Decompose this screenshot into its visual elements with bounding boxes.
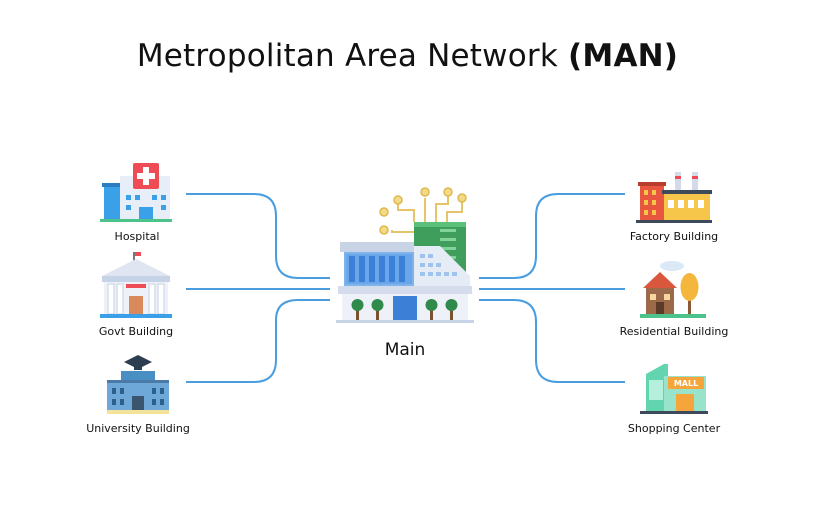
link-hospital [186, 193, 330, 279]
link-shopping [479, 299, 625, 383]
residential-icon [640, 261, 706, 318]
diagram-title: Metropolitan Area Network (MAN) [0, 38, 815, 74]
title-bold: (MAN) [568, 38, 679, 74]
university-icon [107, 355, 169, 414]
hospital-icon [100, 163, 172, 222]
label-shopping-center: Shopping Center [628, 422, 721, 435]
trees [351, 299, 458, 320]
link-university [186, 299, 330, 383]
label-university-building: University Building [86, 422, 190, 435]
label-factory-building: Factory Building [630, 230, 718, 243]
label-govt-building: Govt Building [99, 325, 173, 338]
govt-building-icon [100, 252, 172, 318]
label-residential-building: Residential Building [620, 325, 729, 338]
connector-links [186, 193, 625, 383]
factory-icon [636, 172, 712, 223]
title-text: Metropolitan Area Network [136, 38, 558, 74]
link-factory [479, 193, 625, 279]
main-building-icon [336, 187, 474, 323]
mall-sign: MALL [674, 379, 698, 388]
circuit-traces [391, 196, 463, 233]
label-main: Main [385, 340, 426, 360]
shopping-center-icon: MALL [640, 364, 708, 414]
label-hospital: Hospital [115, 230, 160, 243]
